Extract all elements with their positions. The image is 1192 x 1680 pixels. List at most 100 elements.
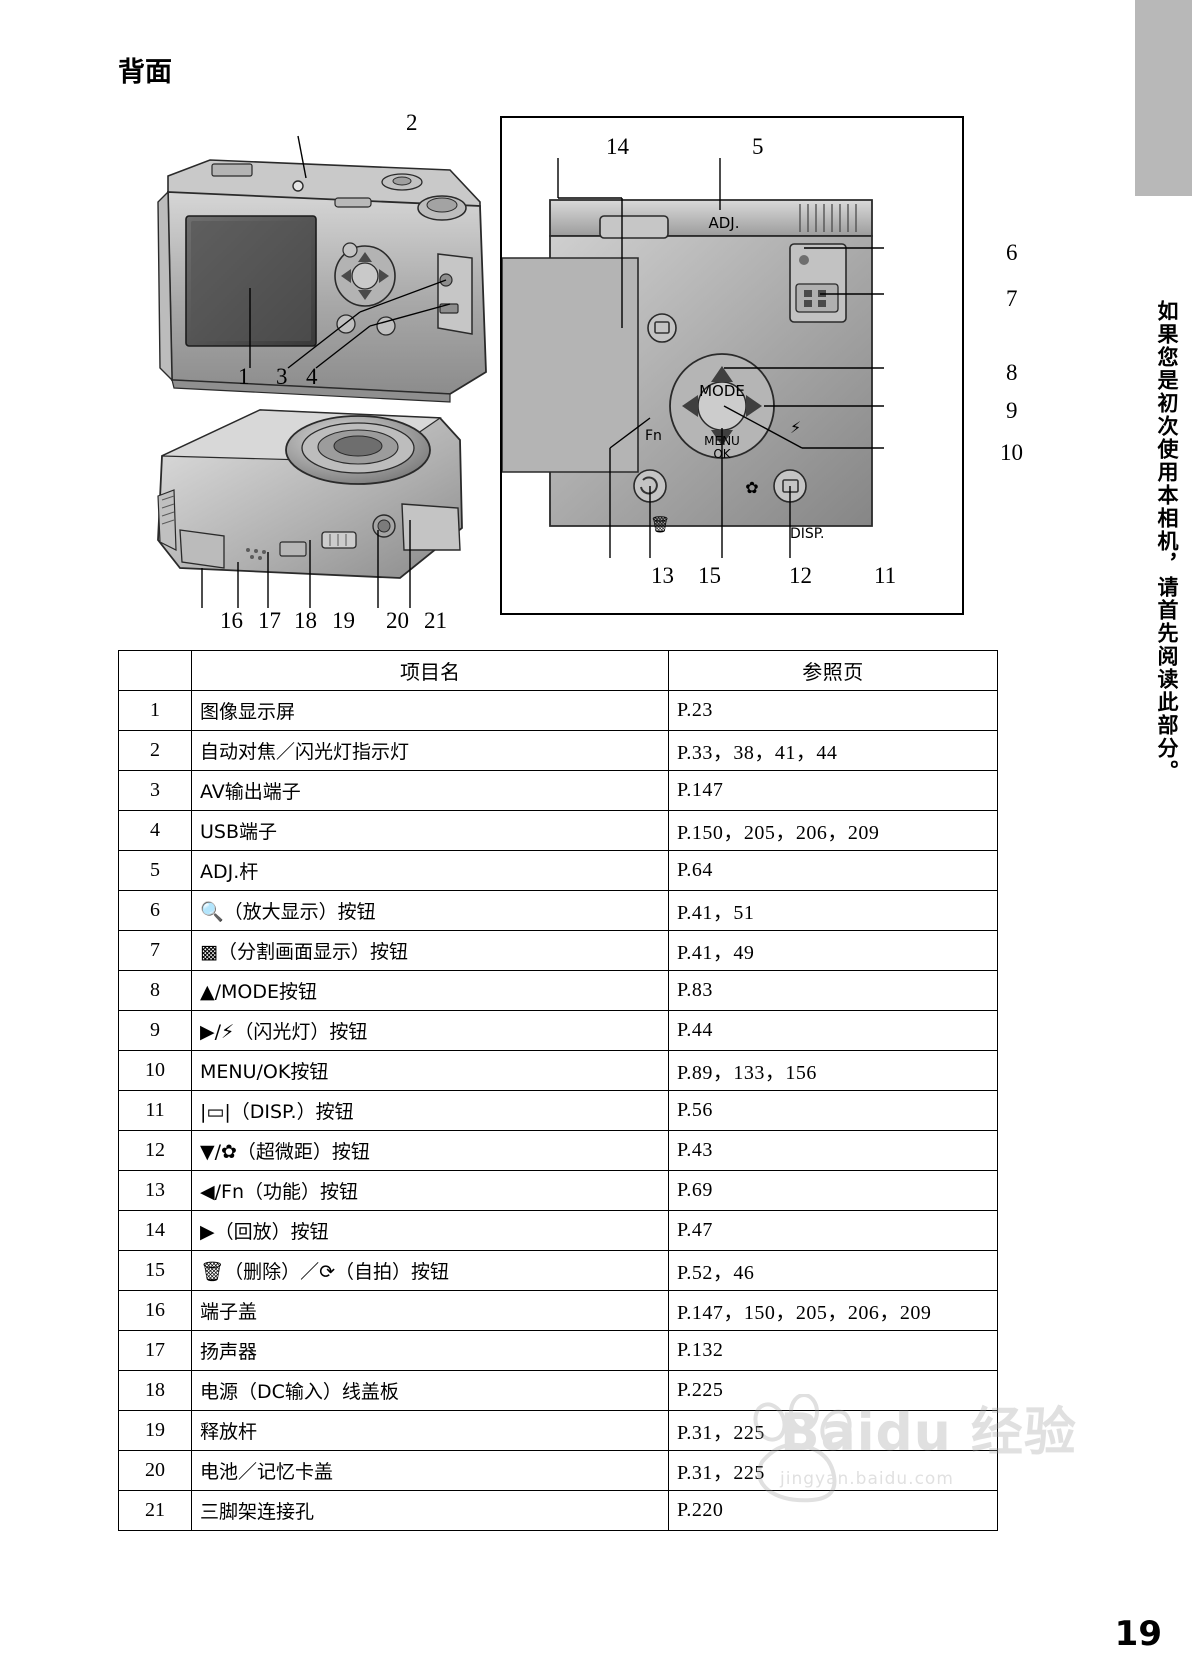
cell-number: 13 <box>118 1170 192 1211</box>
cell-number: 3 <box>118 770 192 811</box>
callout-4: 4 <box>306 364 318 389</box>
cell-item-name: 电源（DC输入）线盖板 <box>191 1370 669 1411</box>
callout-12: 12 <box>789 563 812 588</box>
cell-reference-page: P.31，225 <box>668 1450 998 1491</box>
cell-item-name: 扬声器 <box>191 1330 669 1371</box>
callout-8: 8 <box>1006 360 1018 385</box>
callout-3: 3 <box>276 364 288 389</box>
callout-14: 14 <box>606 134 629 159</box>
cell-item-name: 端子盖 <box>191 1290 669 1331</box>
cell-number: 17 <box>118 1330 192 1371</box>
header-cell-page: 参照页 <box>668 650 998 691</box>
cell-number: 9 <box>118 1010 192 1051</box>
cell-number: 14 <box>118 1210 192 1251</box>
cell-item-name: 电池／记忆卡盖 <box>191 1450 669 1491</box>
callout-7: 7 <box>1006 286 1018 311</box>
callout-13: 13 <box>651 563 674 588</box>
cell-number: 12 <box>118 1130 192 1171</box>
callout-19: 19 <box>332 608 355 633</box>
callout-6: 6 <box>1006 240 1018 265</box>
cell-reference-page: P.47 <box>668 1210 998 1251</box>
callout-9: 9 <box>1006 398 1018 423</box>
cell-number: 6 <box>118 890 192 931</box>
cell-item-name: ▶/⚡（闪光灯）按钮 <box>191 1010 669 1051</box>
callout-15: 15 <box>698 563 721 588</box>
callout-20: 20 <box>386 608 409 633</box>
cell-item-name: USB端子 <box>191 810 669 851</box>
callout-10: 10 <box>1000 440 1023 465</box>
page-title: 背面 <box>118 57 172 88</box>
callout-11: 11 <box>874 563 897 588</box>
cell-number: 4 <box>118 810 192 851</box>
side-grey-tab <box>1135 0 1192 196</box>
cell-reference-page: P.225 <box>668 1370 998 1411</box>
camera-illustrations <box>157 135 487 608</box>
cell-reference-page: P.147，150，205，206，209 <box>668 1290 998 1331</box>
cell-reference-page: P.44 <box>668 1010 998 1051</box>
callout-1: 1 <box>238 364 250 389</box>
cell-reference-page: P.52，46 <box>668 1250 998 1291</box>
cell-reference-page: P.33，38，41，44 <box>668 730 998 771</box>
cell-number: 10 <box>118 1050 192 1091</box>
svg-text:DISP.: DISP. <box>790 526 825 542</box>
cell-item-name: 🔍（放大显示）按钮 <box>191 890 669 931</box>
svg-text:✿: ✿ <box>745 478 758 497</box>
cell-number: 5 <box>118 850 192 891</box>
cell-reference-page: P.83 <box>668 970 998 1011</box>
svg-text:ADJ.: ADJ. <box>708 214 739 232</box>
cell-number: 19 <box>118 1410 192 1451</box>
cell-reference-page: P.89，133，156 <box>668 1050 998 1091</box>
cell-reference-page: P.147 <box>668 770 998 811</box>
callout-17: 17 <box>258 608 281 633</box>
svg-text:MODE: MODE <box>699 382 745 400</box>
page-number: 19 <box>1114 1614 1162 1654</box>
header-cell-blank <box>118 650 192 691</box>
cell-item-name: 三脚架连接孔 <box>191 1490 669 1531</box>
side-note-text: 如果您是初次使用本相机，请首先阅读此部分。 <box>1155 300 1179 783</box>
cell-reference-page: P.23 <box>668 690 998 731</box>
cell-item-name: ▩（分割画面显示）按钮 <box>191 930 669 971</box>
table-header-row: 项目名 参照页 <box>118 650 998 691</box>
enlarged-back-panel-box: ADJ. MODE Fn MENU OK ✿ ⚡ 🗑 DISP. <box>500 116 964 615</box>
cell-reference-page: P.64 <box>668 850 998 891</box>
cell-item-name: |▭|（DISP.）按钮 <box>191 1090 669 1131</box>
camera-diagram: 2 1 3 4 16 17 18 19 20 21 <box>110 100 1023 645</box>
callout-2: 2 <box>406 110 418 135</box>
svg-text:⚡: ⚡ <box>790 418 801 437</box>
cell-reference-page: P.150，205，206，209 <box>668 810 998 851</box>
cell-number: 15 <box>118 1250 192 1291</box>
cell-number: 20 <box>118 1450 192 1491</box>
cell-reference-page: P.41，51 <box>668 890 998 931</box>
cell-item-name: ◀/Fn（功能）按钮 <box>191 1170 669 1211</box>
cell-reference-page: P.69 <box>668 1170 998 1211</box>
cell-item-name: 自动对焦／闪光灯指示灯 <box>191 730 669 771</box>
cell-number: 11 <box>118 1090 192 1131</box>
cell-reference-page: P.41，49 <box>668 930 998 971</box>
callout-18: 18 <box>294 608 317 633</box>
cell-item-name: AV输出端子 <box>191 770 669 811</box>
cell-number: 8 <box>118 970 192 1011</box>
callout-5: 5 <box>752 134 764 159</box>
cell-item-name: MENU/OK按钮 <box>191 1050 669 1091</box>
svg-text:Fn: Fn <box>645 428 662 444</box>
